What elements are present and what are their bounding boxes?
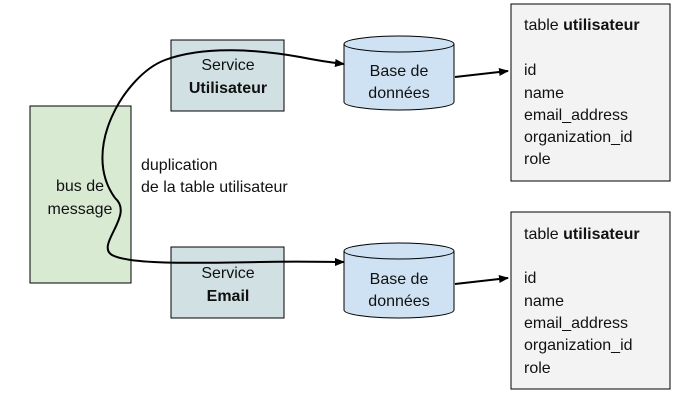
table-field: role <box>524 151 551 168</box>
table-field: email_address <box>524 315 628 332</box>
table-bottom-title: table utilisateur <box>524 226 640 243</box>
table-field: organization_id <box>524 337 633 354</box>
service-email-box <box>170 246 285 319</box>
database-top-label-line2: données <box>368 85 429 102</box>
top-database-to-table-arrow <box>454 68 509 78</box>
table-field: id <box>524 62 536 79</box>
service-email-label-line1: Service <box>201 265 254 282</box>
database-bottom-label-line1: Base de <box>370 271 429 288</box>
message-bus: bus de message <box>29 105 132 284</box>
database-bottom-body <box>343 251 455 319</box>
database-bottom-label-line2: données <box>368 293 429 310</box>
database-bottom-lid <box>343 242 455 260</box>
duplication-note-line2: de la table utilisateur <box>141 179 288 196</box>
database-top-label-line1: Base de <box>370 63 429 80</box>
database-top: Base de données <box>343 35 455 111</box>
table-field: name <box>524 85 564 102</box>
message-bus-label-line1: bus de <box>56 178 104 195</box>
service-email: Service Email <box>170 246 285 319</box>
service-utilisateur-label-line1: Service <box>201 57 254 74</box>
database-bottom: Base de données <box>343 242 455 319</box>
table-utilisateur-top: table utilisateur id name email_address … <box>510 3 671 182</box>
message-bus-box <box>29 105 132 284</box>
table-field: organization_id <box>524 129 633 146</box>
service-email-label-line2: Email <box>207 288 250 305</box>
table-field: role <box>524 360 551 377</box>
bus-to-bottom-database-connector <box>106 197 345 266</box>
table-field: name <box>524 293 564 310</box>
table-bottom-box <box>510 211 671 390</box>
message-bus-label-line2: message <box>48 201 113 218</box>
database-top-lid <box>343 35 455 53</box>
table-utilisateur-bottom: table utilisateur id name email_address … <box>510 211 671 390</box>
duplication-note-line1: duplication <box>141 157 218 174</box>
bottom-database-to-table-arrow <box>454 275 509 285</box>
table-top-box <box>510 3 671 182</box>
database-top-body <box>343 44 455 111</box>
table-field: email_address <box>524 107 628 124</box>
table-top-title: table utilisateur <box>524 17 640 34</box>
bus-to-top-database-connector <box>101 49 345 199</box>
table-field: id <box>524 270 536 287</box>
service-utilisateur-label-line2: Utilisateur <box>189 80 267 97</box>
